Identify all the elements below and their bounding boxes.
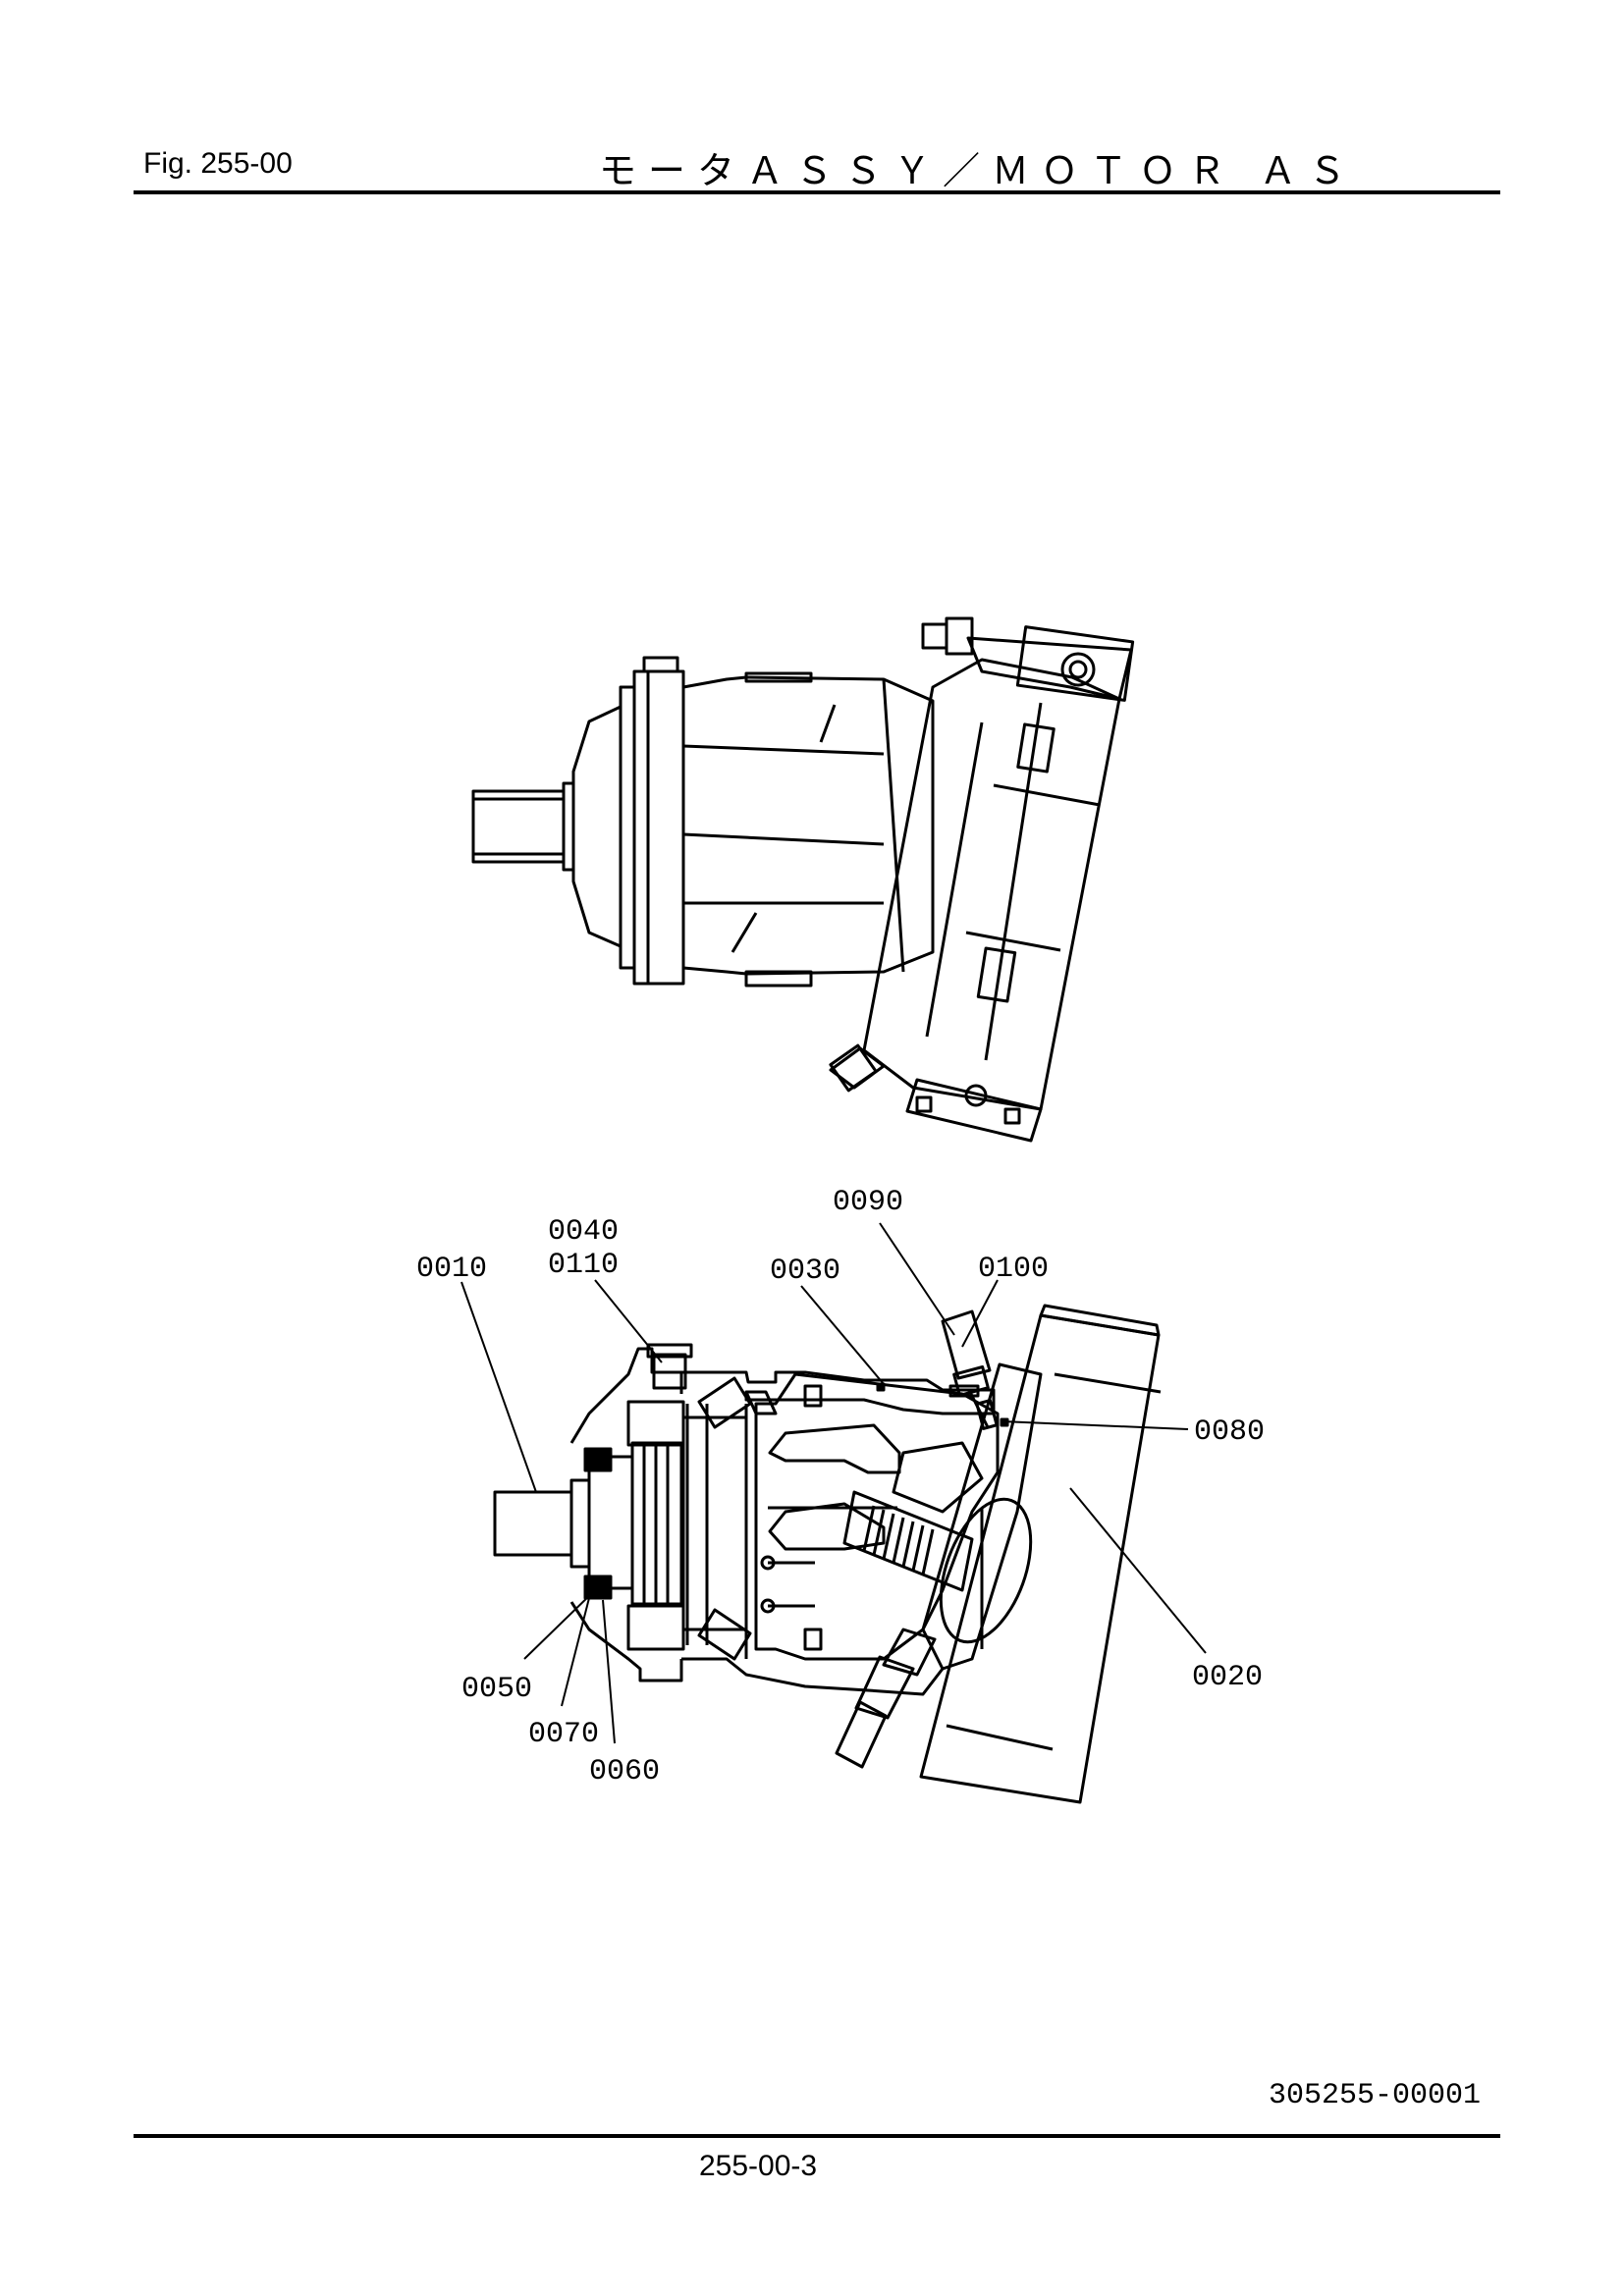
shaft-seal-top <box>585 1449 611 1470</box>
callout-0080: 0080 <box>1194 1415 1265 1449</box>
mounting-flange <box>634 671 683 984</box>
document-number: 305255-00001 <box>1269 2079 1482 2112</box>
header-rule <box>134 190 1500 194</box>
roller-bearing-upper <box>628 1402 683 1445</box>
drain-fitting-lower <box>837 1629 935 1767</box>
front-bearing-cover <box>573 707 621 946</box>
front-housing-outline <box>571 1349 681 1443</box>
housing-top-outline <box>681 1372 994 1414</box>
callout-0110: 0110 <box>548 1249 619 1282</box>
motor-housing <box>683 677 933 974</box>
page-title: モータＡＳＳＹ／ＭＯＴＯＲ ＡＳ <box>599 151 1358 192</box>
callout-0050: 0050 <box>461 1673 532 1706</box>
control-spring <box>844 1492 972 1590</box>
cylinder-block <box>756 1374 998 1659</box>
callout-0030: 0030 <box>770 1255 840 1288</box>
callout-0020: 0020 <box>1192 1661 1263 1694</box>
callout-0010: 0010 <box>416 1253 487 1286</box>
callout-0070: 0070 <box>528 1718 599 1751</box>
output-shaft <box>473 791 564 862</box>
port-plug <box>1062 654 1094 685</box>
figure-label: Fig. 255-00 <box>143 147 293 180</box>
port-plate <box>923 1364 1041 1669</box>
shaft-section <box>495 1492 571 1555</box>
callout-0040: 0040 <box>548 1215 619 1249</box>
roller-bearing-lower <box>628 1606 683 1649</box>
callout-0100: 0100 <box>978 1253 1049 1286</box>
callout-0090: 0090 <box>833 1186 903 1219</box>
valve-head-block <box>864 660 1119 1109</box>
callout-0060: 0060 <box>589 1755 660 1789</box>
page-number: 255-00-3 <box>699 2150 818 2182</box>
relief-valve-upper <box>943 1311 997 1428</box>
servo-piston <box>893 1443 982 1512</box>
footer-rule <box>134 2134 1500 2138</box>
callout-labels: 0010 0040 0110 0030 0090 0100 0080 0020 … <box>416 1186 1265 1789</box>
leader-lines <box>461 1223 1206 1743</box>
motor-external-view <box>473 618 1133 1141</box>
